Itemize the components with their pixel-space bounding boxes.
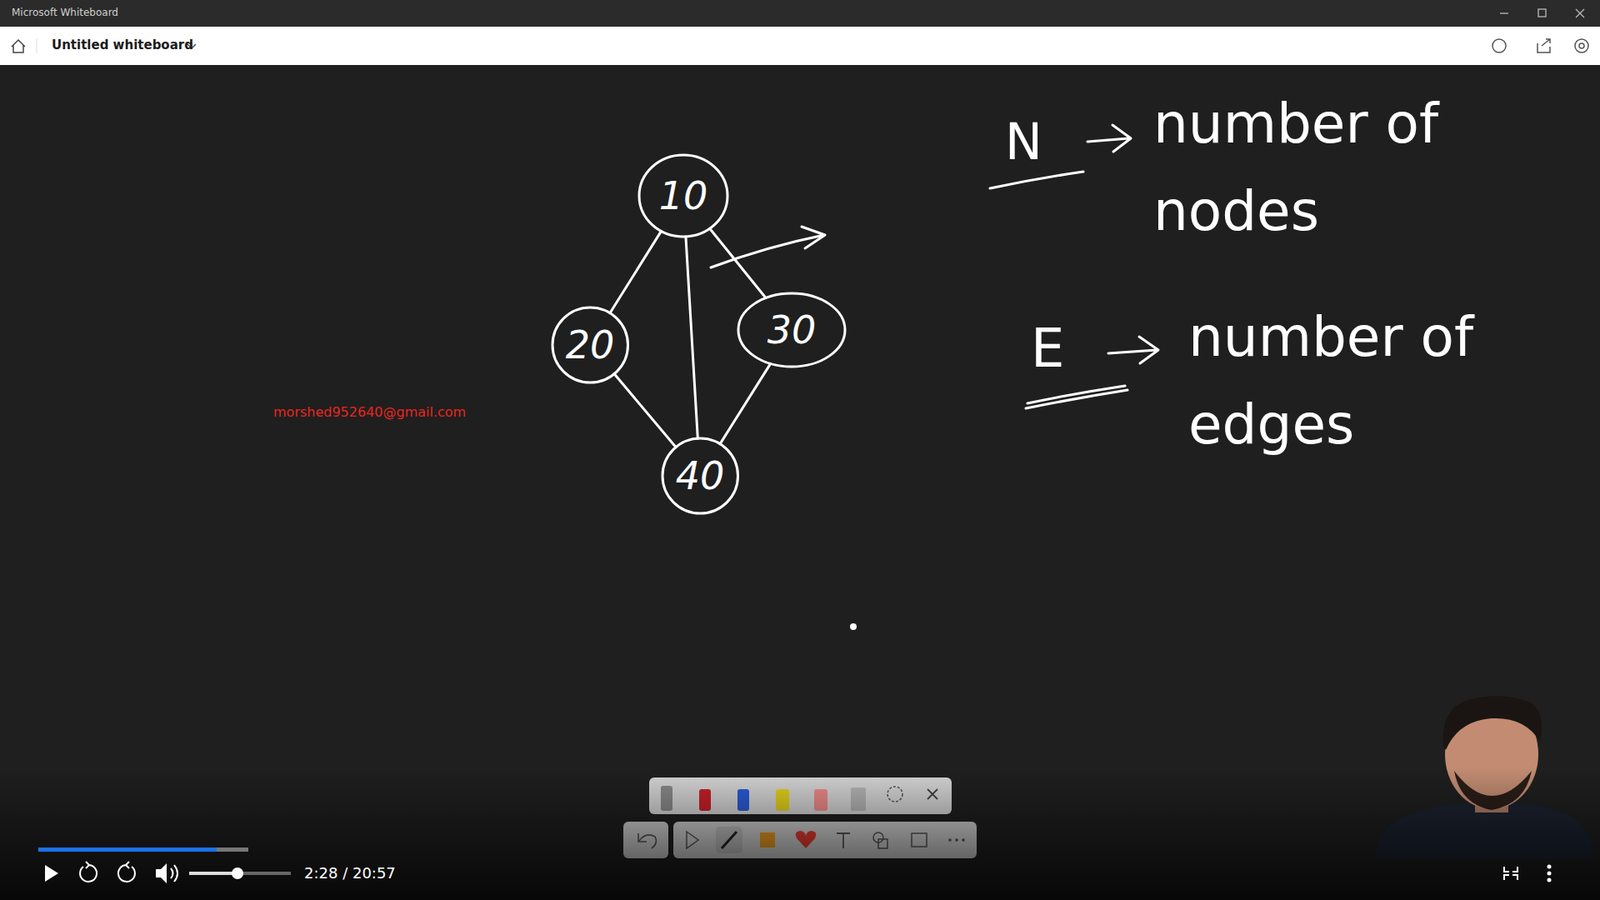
node-value: 10 [659,175,709,218]
restore-icon [1538,9,1546,17]
ink-underline [990,171,1084,189]
definition-note: number of nodes [1153,80,1520,255]
seek-icons [80,861,135,882]
graph-node: 40 [660,436,740,515]
node-ellipse [738,293,845,367]
board-name: Untitled whiteboard [51,37,194,53]
settings-icon [1575,39,1589,53]
graph-edge [685,236,698,439]
ink-underline [1025,385,1128,409]
node-value: 30 [767,309,817,352]
ink-arrow [1108,336,1159,364]
close-icon [1575,9,1585,18]
volume-icon [155,863,167,884]
variable-symbol: N [1005,116,1043,167]
rewind-icon [80,861,97,882]
exit-fullscreen-icon [1504,866,1518,880]
forward-icon [118,861,135,882]
watermark: morshed952640@gmail.com [273,404,466,420]
volume-knob [231,867,244,880]
separator [36,38,38,54]
title-bar [0,0,1600,27]
node-ellipse [662,438,738,514]
player-gradient [0,766,1600,900]
presenter-hair [1443,695,1543,750]
graph-edge [610,230,662,313]
timer-icon [1492,39,1506,53]
buffer-bar [38,847,249,852]
graph-edge [720,363,771,444]
settings-icon-core [1579,43,1585,49]
share-icon [1537,39,1550,53]
pointer-dot [850,623,857,630]
definition-note: number of edges [1188,293,1555,469]
more-menu-icon [1547,865,1552,883]
graph-edge [614,374,676,448]
play-icon [45,865,59,882]
ink-strokes [710,125,1159,409]
node-ellipse [639,155,728,237]
app-toolbar [0,26,1600,65]
node-ellipse [552,307,628,383]
window-title: Microsoft Whiteboard [11,6,119,19]
graph-node: 30 [736,291,847,369]
minimize-icon [1500,12,1509,14]
home-icon [11,40,25,53]
graph-node: 20 [550,305,630,385]
volume-waves [170,865,178,882]
window-controls [1500,9,1585,18]
ink-arrow [1087,125,1131,152]
ink-arrow [710,226,825,268]
progress-bar [38,847,217,852]
volume-level [189,871,238,875]
node-value: 40 [675,455,725,498]
graph-edge [710,228,766,298]
graph-node: 10 [637,153,730,239]
node-value: 20 [565,324,615,367]
video-time: 2:28 / 20:57 [304,864,396,883]
variable-symbol: E [1030,321,1065,375]
